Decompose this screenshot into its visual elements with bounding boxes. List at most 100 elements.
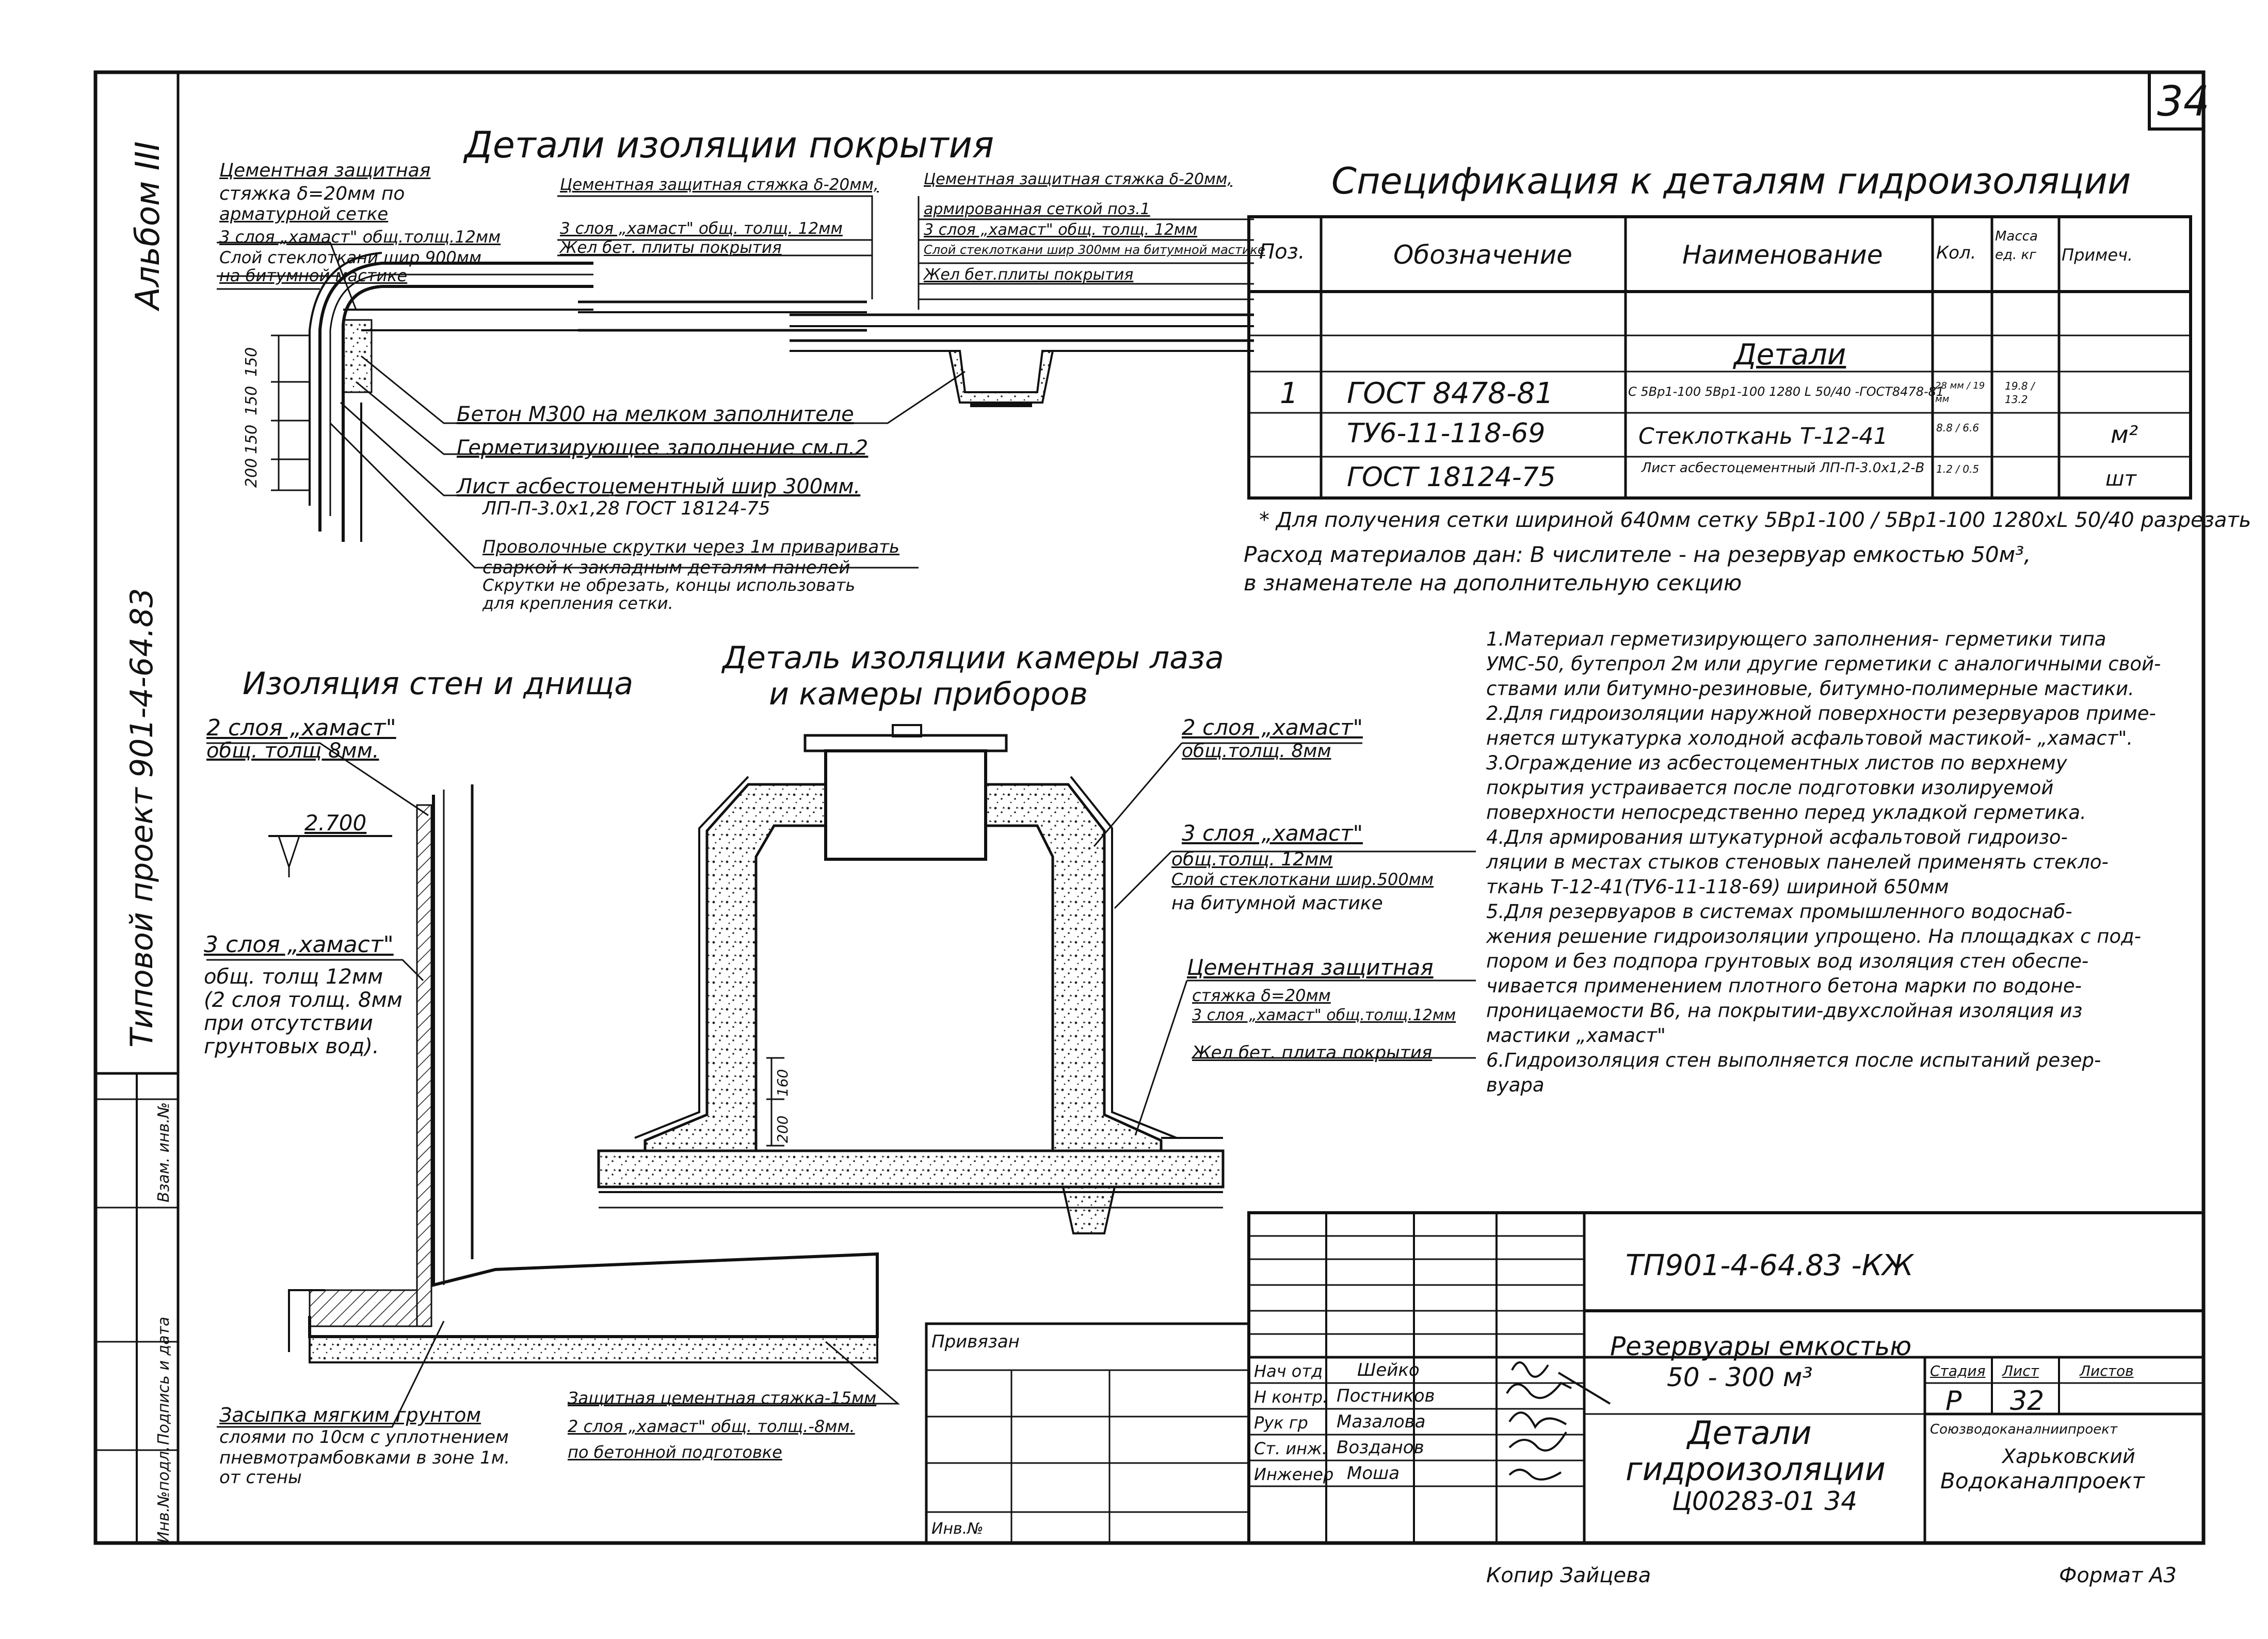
hatch-b4: на битумной мастике (1171, 893, 1383, 914)
spec-row1-code: ГОСТ 8478-81 (1347, 377, 1554, 410)
roof-m1: Цементная защитная стяжка δ-20мм, (560, 175, 879, 194)
spec-footnote-1: * Для получения сетки шириной 640мм сетк… (1259, 508, 2251, 532)
roof-dim-1: 150 (243, 347, 261, 377)
wall-f1: Засыпка мягким грунтом (219, 1404, 481, 1426)
spec-table-grid (1247, 215, 2192, 500)
handwritten-number: Ц00283-01 34 (1672, 1486, 1858, 1516)
spec-header-pos: Поз. (1259, 240, 1305, 264)
wall-g2: 2 слоя „хамаст" общ. толщ.-8мм. (568, 1417, 855, 1436)
stamp-stage-header: Стадия (1930, 1362, 1986, 1379)
wall-a1: 2 слоя „хамаст" (206, 715, 396, 741)
stamp-org-1: Союзводоканалниипроект (1930, 1422, 2118, 1437)
roof-joint-detail (790, 313, 1254, 407)
roof-r3: 3 слоя „хамаст" общ. толщ. 12мм (924, 221, 1198, 239)
stamp-object-2: 50 - 300 м³ (1667, 1362, 1813, 1392)
note-line: 4.Для армирования штукатурной асфальтово… (1486, 826, 2068, 848)
roof-r1: Цементная защитная стяжка δ-20мм, (924, 170, 1232, 188)
spec-row1-name: С 5Вр1-100 5Вр1-100 1280 L 50/40 -ГОСТ84… (1628, 384, 1944, 399)
wall-f4: от стены (219, 1467, 302, 1488)
roof-r4: Слой стеклоткани шир 300мм на битумной м… (924, 243, 1265, 257)
wall-b3: (2 слоя толщ. 8мм (204, 988, 403, 1012)
hatch-title-2: и камеры приборов (769, 676, 1088, 712)
note-line: ляции в местах стыков стеновых панелей п… (1486, 851, 2109, 873)
note-line: 2.Для гидроизоляции наружной поверхности… (1486, 702, 2156, 725)
note-line: жения решение гидроизоляции упрощено. На… (1486, 925, 2142, 947)
spec-row3-note: шт (2105, 467, 2136, 491)
sidebar-sign: Подпись и дата (155, 1316, 173, 1445)
stamp-sheet-title-1: Детали (1687, 1414, 1812, 1452)
wall-f2: слоями по 10см с уплотнением (219, 1427, 509, 1448)
hatch-dim-2: 160 (774, 1069, 791, 1097)
spec-row3-code: ГОСТ 18124-75 (1347, 462, 1556, 493)
spec-row1-qty: 28 мм / 19 мм (1935, 380, 1985, 405)
note-line: вуара (1486, 1074, 1545, 1096)
wall-g1: Защитная цементная стяжка-15мм (568, 1388, 877, 1408)
note-line: покрытия устраивается после подготовки и… (1486, 777, 2054, 799)
copier-label: Копир Зайцева (1486, 1564, 1651, 1587)
wall-b4: при отсутствии (204, 1011, 373, 1035)
note-line: чивается применением плотного бетона мар… (1486, 975, 2082, 997)
hatch-a2: общ.толщ. 8мм (1182, 741, 1331, 762)
hatch-b1: 3 слоя „хамаст" (1182, 821, 1363, 846)
note-line: 1.Материал герметизирующего заполнения- … (1486, 628, 2106, 650)
wall-leaders (206, 742, 900, 1428)
sidebar-inv: Инв.№подл. (155, 1446, 173, 1543)
stamp-name-2: Постников (1337, 1386, 1435, 1406)
wall-f3: пневмотрамбовками в зоне 1м. (219, 1448, 510, 1468)
spec-footnote-3: в знаменателе на дополнительную секцию (1244, 570, 1742, 596)
format-label: Формат А3 (2059, 1564, 2177, 1587)
title-block-grid (925, 1211, 2205, 1545)
spec-row1-pos: 1 (1280, 377, 1298, 410)
stamp-sheets-header: Листов (2080, 1362, 2134, 1379)
roof-l6: на битумной мастике (219, 266, 408, 285)
note-line: мастики „хамаст" (1486, 1024, 1666, 1047)
spec-row2-qty: 8.8 / 6.6 (1936, 422, 1980, 434)
roof-l2: стяжка δ=20мм по (219, 183, 405, 204)
wall-bottom-detail (268, 784, 879, 1363)
note-line: пором и без подпора грунтовых вод изоляц… (1486, 950, 2089, 972)
note-line: 3.Ограждение из асбестоцементных листов … (1486, 752, 2067, 774)
stamp-role-1: Нач отд (1254, 1361, 1323, 1381)
sheet-number-box (2148, 71, 2205, 131)
stamp-name-5: Моша (1347, 1463, 1400, 1484)
sidebar-replace: Взам. инв.№ (155, 1102, 173, 1202)
stamp-inv: Инв.№ (931, 1520, 984, 1538)
hatch-c4: Жел бет. плита покрытия (1192, 1042, 1433, 1063)
spec-section-title: Детали (1734, 338, 1846, 372)
roof-dim-4: 200 (243, 458, 261, 488)
hatch-a1: 2 слоя „хамаст" (1182, 715, 1363, 740)
spec-header-mass: Масса ед. кг (1995, 229, 2038, 263)
roof-l4: 3 слоя „хамаст" общ.толщ.12мм (219, 227, 501, 247)
roof-c2: Герметизирующее заполнение см.п.2 (457, 436, 868, 460)
album-label: Альбом III (129, 141, 167, 310)
spec-row2-code: ТУ6-11-118-69 (1347, 418, 1546, 449)
hatch-c2: стяжка δ=20мм (1192, 986, 1331, 1005)
roof-l5: Слой стеклоткани шир 900мм (219, 248, 482, 267)
roof-c7: Скрутки не обрезать, концы использовать (482, 575, 856, 595)
manhole-leaders (1093, 742, 1476, 1136)
spec-row1-mass: 19.8 / 13.2 (2005, 380, 2035, 406)
stamp-name-3: Мазалова (1337, 1411, 1426, 1432)
spec-title: Спецификация к деталям гидроизоляции (1331, 160, 2131, 202)
roof-r2: армированная сеткой поз.1 (924, 200, 1150, 218)
wall-g3: по бетонной подготовке (568, 1442, 782, 1462)
stamp-sheet-title-2: гидроизоляции (1626, 1450, 1886, 1488)
stamp-name-4: Возданов (1337, 1437, 1424, 1458)
spec-row3-qty: 1.2 / 0.5 (1936, 463, 1980, 475)
roof-m2: 3 слоя „хамаст" общ. толщ. 12мм (560, 219, 843, 238)
wall-b2: общ. толщ 12мм (204, 965, 383, 989)
project-label: Типовой проект 901-4-64.83 (124, 588, 160, 1048)
hatch-b2: общ.толщ. 12мм (1171, 849, 1333, 870)
stamp-sheet-header: Лист (2002, 1362, 2039, 1379)
signatures (1506, 1361, 1611, 1481)
roof-c8: для крепления сетки. (482, 593, 673, 613)
roof-m3: Жел бет. плиты покрытия (560, 238, 782, 257)
wall-level: 2.700 (304, 810, 367, 835)
stamp-org-3: Водоканалпроект (1940, 1468, 2145, 1493)
wall-a2: общ. толщ 8мм. (206, 739, 379, 763)
note-line: ствами или битумно-резиновые, битумно-по… (1486, 678, 2134, 700)
hatch-c3: 3 слоя „хамаст" общ.толщ.12мм (1192, 1006, 1456, 1024)
roof-corner-detail (271, 252, 593, 542)
roof-title: Детали изоляции покрытия (464, 124, 994, 166)
